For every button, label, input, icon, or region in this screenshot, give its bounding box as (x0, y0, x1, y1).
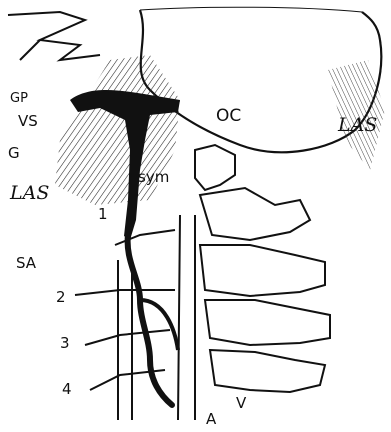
vertebral-artery (178, 215, 195, 420)
label-oc: OC (216, 108, 241, 125)
vertebral-column (195, 145, 330, 392)
label-nerve-3: 3 (60, 336, 70, 351)
label-las-left: LAS (10, 184, 49, 203)
label-a: A (206, 412, 216, 427)
label-nerve-1: 1 (98, 207, 108, 222)
label-sym: sym (138, 170, 169, 185)
stylohyoid-outline (8, 12, 100, 60)
label-nerve-4: 4 (62, 382, 72, 397)
label-g: G (8, 146, 20, 161)
label-sa: SA (16, 256, 36, 271)
label-gp: GP (10, 92, 28, 105)
label-v: V (236, 396, 246, 411)
sympathetic-trunk (128, 235, 172, 405)
label-vs: VS (18, 114, 38, 129)
label-nerve-2: 2 (56, 290, 66, 305)
label-las-right: LAS (338, 116, 377, 135)
carotid-artery (118, 260, 132, 420)
